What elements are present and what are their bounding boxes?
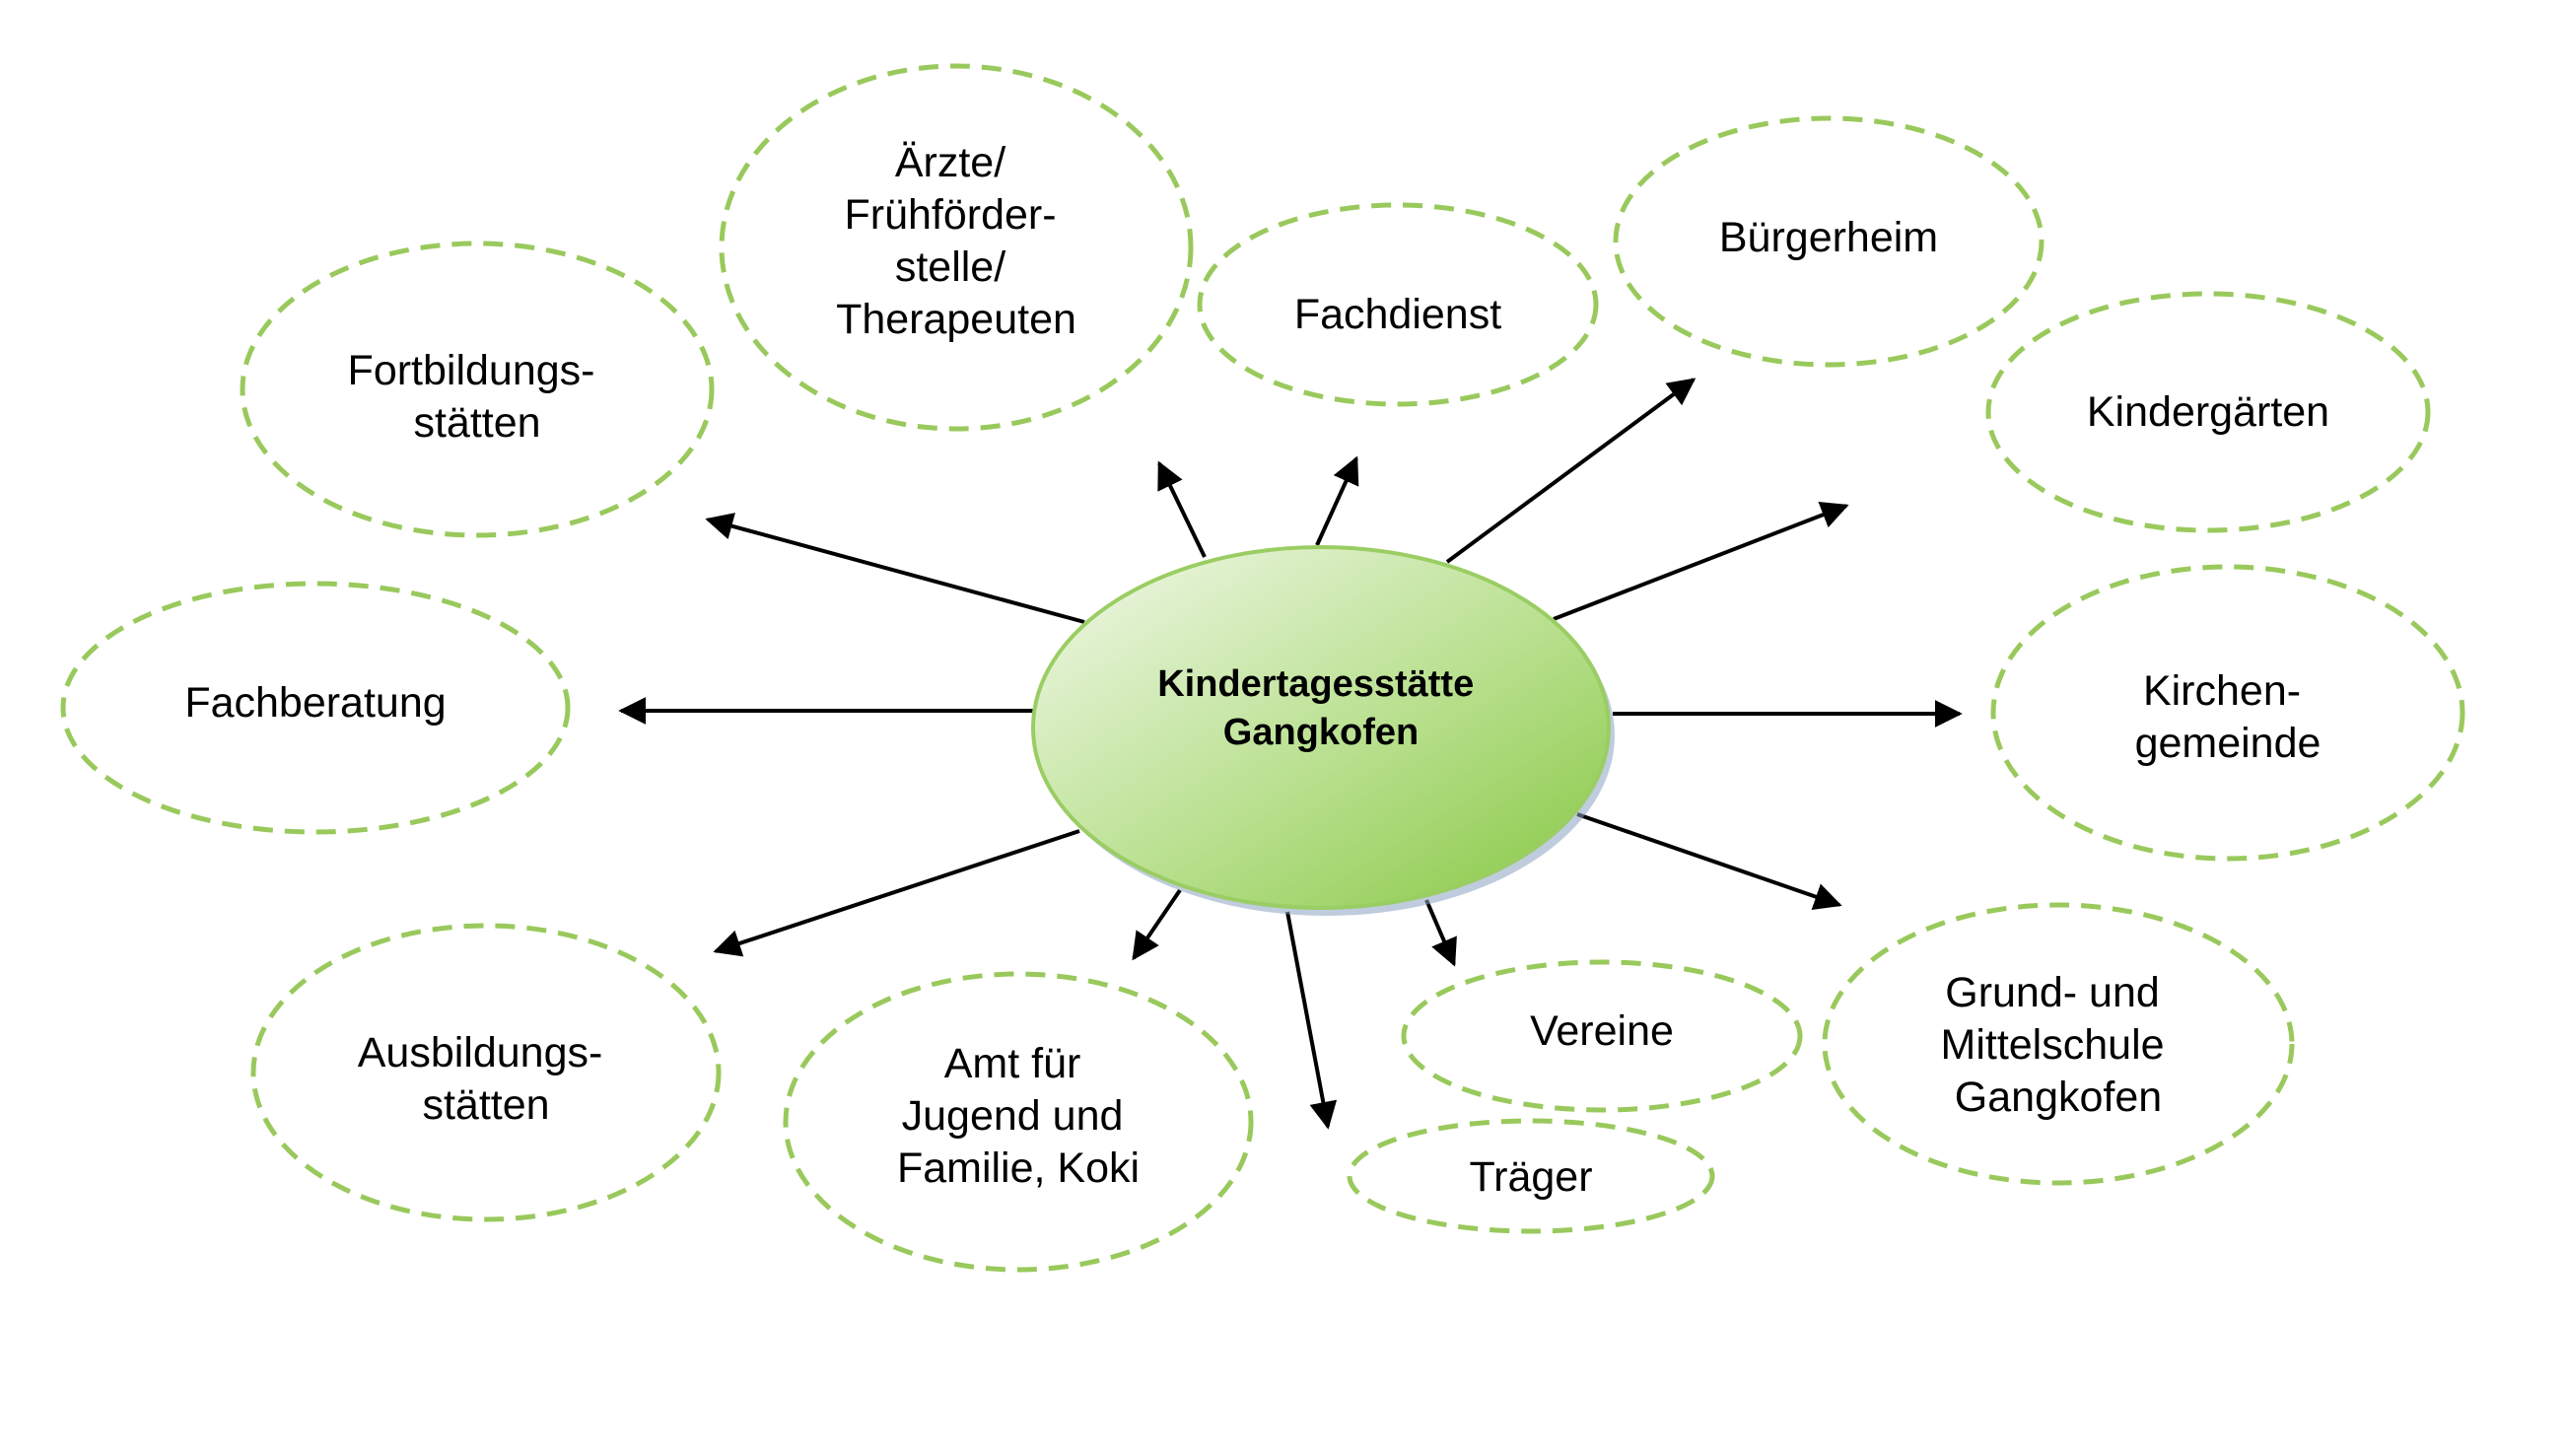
arrow-to-kindergaerten <box>1553 502 1849 621</box>
node-aerzte-label: Ärzte/ Frühförder- stelle/ Therapeuten <box>836 139 1076 343</box>
node-vereine-bubble <box>1401 959 1803 1113</box>
node-aerzte-line-2: Frühförder- <box>844 191 1056 239</box>
node-buergerheim-label: Bürgerheim <box>1719 214 1938 261</box>
node-vereine-line-1: Vereine <box>1530 1007 1674 1055</box>
node-aerzte-bubble <box>719 63 1194 432</box>
node-kindergaerten-bubble <box>1985 291 2431 533</box>
node-fachdienst-bubble <box>1197 202 1599 407</box>
node-kirchen-label: Kirchen- gemeinde <box>2135 667 2321 767</box>
arrow-to-fachdienst <box>1315 455 1359 546</box>
node-buergerheim-bubble <box>1613 115 2044 368</box>
node-amt-bubble <box>783 971 1254 1273</box>
node-grundschule-line-1: Grund- und <box>1945 969 2160 1016</box>
arrow-to-aerzte <box>1157 460 1207 558</box>
node-labels: Ärzte/ Frühförder- stelle/ Therapeuten F… <box>184 139 2329 1201</box>
center-node-line-1: Kindertagesstätte <box>1157 663 1474 705</box>
node-amt-line-1: Amt für <box>944 1040 1081 1087</box>
node-fortbildung-line-2: stätten <box>413 399 540 447</box>
node-amt-label: Amt für Jugend und Familie, Koki <box>897 1040 1140 1192</box>
node-traeger-line-1: Träger <box>1469 1153 1592 1201</box>
arrow-to-fortbildung <box>705 513 1085 624</box>
bubbles <box>60 63 2465 1273</box>
node-fortbildung-label: Fortbildungs- stätten <box>348 347 607 447</box>
center-node-ellipse <box>1031 545 1611 910</box>
node-buergerheim-line-1: Bürgerheim <box>1719 214 1938 261</box>
center-node: Kindertagesstätte Gangkofen <box>1031 545 1615 916</box>
node-kirchen-line-1: Kirchen- <box>2143 667 2301 715</box>
node-aerzte-line-3: stelle/ <box>895 243 1005 291</box>
node-kindergaerten-label: Kindergärten <box>2087 388 2329 436</box>
node-fachdienst-label: Fachdienst <box>1294 291 1501 338</box>
node-grundschule-line-2: Mittelschule <box>1941 1021 2165 1069</box>
node-aerzte-line-4: Therapeuten <box>836 296 1076 343</box>
arrow-to-buergerheim <box>1445 378 1697 564</box>
node-aerzte-line-1: Ärzte/ <box>895 139 1005 186</box>
node-fortbildung-line-1: Fortbildungs- <box>348 347 595 394</box>
node-fachdienst-line-1: Fachdienst <box>1294 291 1501 338</box>
node-grundschule-bubble <box>1822 902 2295 1186</box>
center-node-label: Kindertagesstätte Gangkofen <box>1157 663 1485 753</box>
node-ausbildung-line-2: stätten <box>422 1081 549 1129</box>
node-ausbildung-bubble <box>250 923 722 1222</box>
arrow-to-ausbildung <box>713 829 1080 957</box>
node-fortbildung-bubble <box>240 241 715 538</box>
node-grundschule-line-3: Gangkofen <box>1955 1074 2162 1121</box>
node-fachberatung-line-1: Fachberatung <box>184 679 446 727</box>
node-traeger-bubble <box>1347 1118 1715 1234</box>
arrow-to-vereine <box>1424 899 1457 967</box>
node-kirchen-bubble <box>1990 564 2465 862</box>
node-ausbildung-line-1: Ausbildungs- <box>358 1029 603 1076</box>
node-fachberatung-bubble <box>60 581 571 835</box>
arrows <box>618 378 1963 1130</box>
arrow-to-amt <box>1132 888 1182 961</box>
node-fachberatung-label: Fachberatung <box>184 679 446 727</box>
node-ausbildung-label: Ausbildungs- stätten <box>358 1029 615 1129</box>
node-amt-line-3: Familie, Koki <box>897 1144 1140 1192</box>
arrow-to-grundschule <box>1576 812 1842 910</box>
node-amt-line-2: Jugend und <box>902 1092 1124 1140</box>
center-node-line-2: Gangkofen <box>1223 712 1419 753</box>
arrow-to-traeger <box>1285 911 1338 1130</box>
node-grundschule-label: Grund- und Mittelschule Gangkofen <box>1941 969 2177 1121</box>
node-kirchen-line-2: gemeinde <box>2135 720 2321 767</box>
node-kindergaerten-line-1: Kindergärten <box>2087 388 2329 436</box>
node-vereine-label: Vereine <box>1530 1007 1674 1055</box>
node-traeger-label: Träger <box>1469 1153 1592 1201</box>
